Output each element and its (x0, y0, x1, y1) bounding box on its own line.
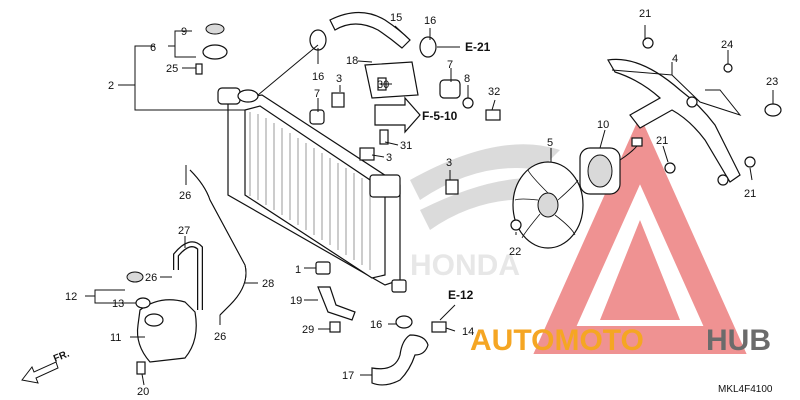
rubber-1 (315, 261, 331, 275)
ref-e12[interactable]: E-12 (448, 288, 474, 302)
callout-31: 31 (400, 140, 412, 152)
joint-7 (439, 79, 461, 99)
callout-26c: 26 (214, 331, 226, 343)
callout-3a: 3 (336, 73, 342, 85)
bracket-19 (317, 286, 356, 321)
callout-10: 10 (597, 119, 609, 131)
callout-1: 1 (295, 264, 301, 276)
cap-label-9 (205, 23, 225, 35)
callout-29: 29 (302, 324, 314, 336)
callout-8: 8 (464, 73, 470, 85)
reserve-tank (136, 299, 197, 363)
reference-labels: E-21 F-5-10 E-12 (422, 40, 491, 302)
watermark-logo-icon (533, 115, 747, 354)
bolt-21-icon (664, 162, 676, 174)
lower-hose-17 (371, 334, 429, 386)
callout-24: 24 (721, 39, 733, 51)
cooling-fan (512, 161, 584, 249)
reserve-tank-cap (144, 313, 164, 327)
grommet-23-icon (764, 103, 782, 117)
bolt-20-icon (136, 361, 146, 375)
callout-21a: 21 (639, 8, 651, 20)
callout-20: 20 (137, 386, 149, 398)
callout-25: 25 (166, 63, 178, 75)
callout-9: 9 (181, 26, 187, 38)
bolt-31-icon (379, 129, 389, 145)
clip-3-icon (359, 147, 375, 161)
cap-12 (126, 271, 144, 283)
callout-7b: 7 (447, 59, 453, 71)
callout-15: 15 (390, 12, 402, 24)
watermark-automoto: AUTOMOTO (470, 324, 644, 357)
bolt-21-icon (744, 156, 756, 168)
callout-26b: 26 (145, 272, 157, 284)
callout-13: 13 (112, 298, 124, 310)
thermostat-housing (364, 61, 419, 99)
callout-14: 14 (462, 326, 474, 338)
reference-arrow-icon (374, 96, 421, 134)
watermark-hub: HUB (706, 324, 771, 357)
callout-3b: 3 (386, 152, 392, 164)
callout-18: 18 (346, 55, 358, 67)
callout-16c: 16 (370, 319, 382, 331)
fan-motor (579, 137, 643, 195)
front-direction-arrow: FR. (21, 348, 71, 384)
nut-24-icon (723, 63, 733, 73)
bolt-29-icon (329, 321, 341, 333)
leader-lines (85, 25, 774, 386)
callout-7a: 7 (314, 88, 320, 100)
callout-21b: 21 (656, 135, 668, 147)
clip-3-icon (445, 179, 459, 195)
callout-6: 6 (150, 42, 156, 54)
callout-23: 23 (766, 76, 778, 88)
callout-32: 32 (488, 86, 500, 98)
callout-19: 19 (290, 295, 302, 307)
callout-16a: 16 (424, 15, 436, 27)
ref-e21[interactable]: E-21 (465, 40, 491, 54)
callout-5: 5 (547, 137, 553, 149)
callout-28: 28 (262, 278, 274, 290)
callout-22: 22 (509, 246, 521, 258)
nut-22-icon (510, 219, 522, 231)
diagram-code: MKL4F4100 (718, 384, 773, 395)
svg-text:HONDA: HONDA (410, 249, 520, 282)
radiator-cap (202, 44, 228, 60)
bolt-25-icon (195, 63, 203, 75)
radiator (217, 87, 407, 293)
callout-21c: 21 (744, 188, 756, 200)
front-label: FR. (52, 348, 71, 364)
callout-27: 27 (178, 225, 190, 237)
callout-26a: 26 (179, 190, 191, 202)
joint-14 (431, 321, 447, 333)
callout-17: 17 (342, 370, 354, 382)
callout-2: 2 (108, 80, 114, 92)
watermark-text: AUTOMOTO HUB (470, 324, 771, 357)
callout-16b: 16 (312, 71, 324, 83)
callout-4: 4 (672, 53, 678, 65)
bolt-32-icon (485, 109, 501, 121)
callout-11: 11 (110, 332, 121, 344)
callout-30: 30 (377, 79, 389, 91)
ref-f510[interactable]: F-5-10 (422, 109, 458, 123)
hose-clamp (309, 29, 327, 51)
bolt-21-icon (642, 37, 654, 49)
upper-hose-15 (329, 11, 411, 49)
callout-labels: 2 6 9 25 15 16 16 3 18 7 7 8 32 30 31 3 … (65, 8, 778, 398)
hose-clamp (395, 315, 413, 329)
gasket-13 (135, 297, 151, 309)
callout-3c: 3 (446, 157, 452, 169)
hose-clamp (419, 36, 437, 58)
clip-3-icon (331, 92, 345, 108)
callout-12: 12 (65, 291, 77, 303)
